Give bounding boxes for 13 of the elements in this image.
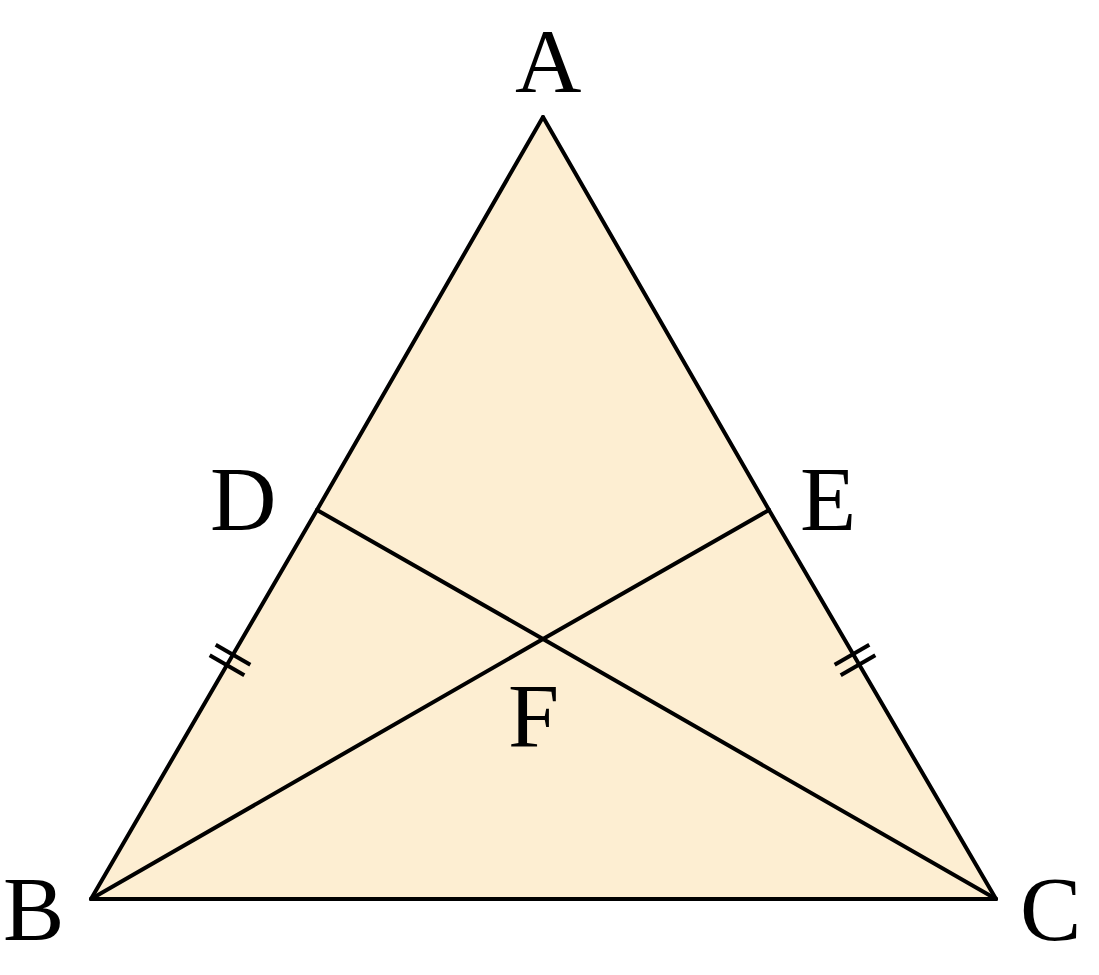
line-segment [315,508,545,641]
point-label: D [210,453,277,545]
point-label: A [515,15,582,107]
point-label: F [508,670,560,762]
line-segment [541,637,998,901]
line-segment [541,115,771,512]
line-segment [315,115,545,512]
point-label: C [1020,863,1082,955]
line-segment [89,637,545,901]
line-segment [89,897,998,901]
line-segment [541,508,771,641]
point-label: B [3,863,65,955]
point-label: E [800,453,857,545]
